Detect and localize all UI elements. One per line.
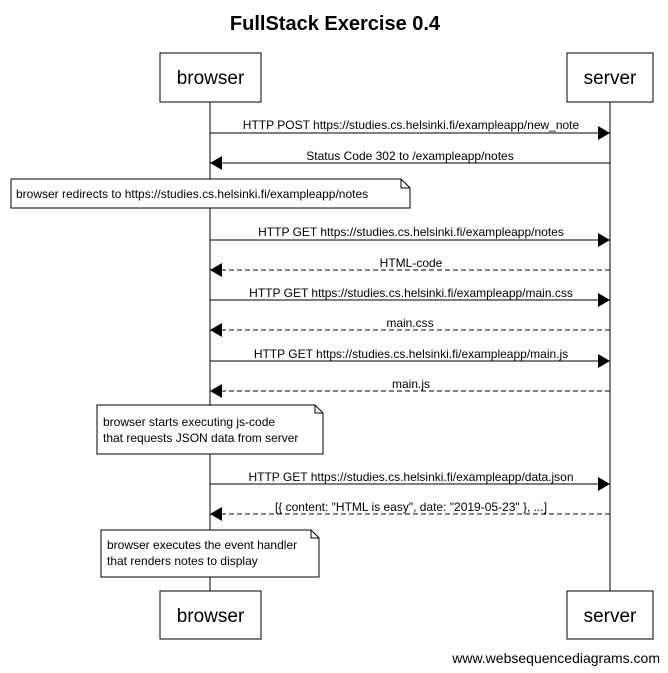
participant-label-server-top: server bbox=[584, 68, 637, 89]
note-text: browser executes the event handler bbox=[107, 538, 297, 552]
message-6: main.css bbox=[210, 316, 610, 337]
participant-box-server-top bbox=[566, 52, 654, 103]
message-label: HTTP GET https://studies.cs.helsinki.fi/… bbox=[248, 470, 573, 484]
message-label: HTTP POST https://studies.cs.helsinki.fi… bbox=[243, 118, 580, 132]
message-8: main.js bbox=[210, 377, 610, 398]
note-text: browser redirects to https://studies.cs.… bbox=[16, 187, 368, 201]
message-7: HTTP GET https://studies.cs.helsinki.fi/… bbox=[210, 347, 610, 368]
participant-box-server-bottom bbox=[566, 590, 654, 640]
message-5: HTTP GET https://studies.cs.helsinki.fi/… bbox=[210, 286, 610, 307]
message-10: [{ content: "HTML is easy", date: "2019-… bbox=[210, 500, 610, 521]
note-fold bbox=[314, 405, 323, 414]
note-redirect: browser redirects to https://studies.cs.… bbox=[10, 178, 411, 209]
message-label: HTTP GET https://studies.cs.helsinki.fi/… bbox=[254, 347, 568, 361]
message-1: HTTP POST https://studies.cs.helsinki.fi… bbox=[210, 118, 610, 140]
note-js-execution: browser starts executing js-code that re… bbox=[96, 404, 324, 455]
participant-label-browser-bottom: browser bbox=[177, 606, 245, 627]
note-fold bbox=[400, 179, 410, 189]
participant-label-browser-top: browser bbox=[177, 68, 245, 89]
message-9: HTTP GET https://studies.cs.helsinki.fi/… bbox=[210, 470, 610, 491]
message-3: HTTP GET https://studies.cs.helsinki.fi/… bbox=[210, 225, 610, 247]
message-label: HTML-code bbox=[380, 256, 443, 270]
note-text: that renders notes to display bbox=[107, 554, 258, 568]
message-label: [{ content: "HTML is easy", date: "2019-… bbox=[275, 500, 547, 514]
note-fold bbox=[310, 530, 319, 539]
participant-box-browser-top bbox=[159, 52, 262, 103]
note-text: browser starts executing js-code bbox=[103, 415, 275, 429]
message-2: Status Code 302 to /exampleapp/notes bbox=[210, 149, 610, 170]
note-event-handler: browser executes the event handler that … bbox=[100, 529, 320, 578]
message-label: main.js bbox=[392, 377, 430, 391]
diagram-title: FullStack Exercise 0.4 bbox=[230, 13, 441, 35]
note-box bbox=[100, 529, 320, 578]
note-box bbox=[10, 178, 411, 209]
message-4: HTML-code bbox=[210, 256, 610, 277]
note-text: that requests JSON data from server bbox=[103, 431, 298, 445]
footer-watermark: www.websequencediagrams.com bbox=[451, 650, 660, 666]
message-label: HTTP GET https://studies.cs.helsinki.fi/… bbox=[258, 225, 564, 239]
participant-box-browser-bottom bbox=[159, 590, 262, 640]
message-label: Status Code 302 to /exampleapp/notes bbox=[306, 149, 513, 163]
note-box bbox=[96, 404, 324, 455]
message-label: HTTP GET https://studies.cs.helsinki.fi/… bbox=[249, 286, 573, 300]
participant-label-server-bottom: server bbox=[584, 606, 637, 627]
message-label: main.css bbox=[386, 316, 433, 330]
